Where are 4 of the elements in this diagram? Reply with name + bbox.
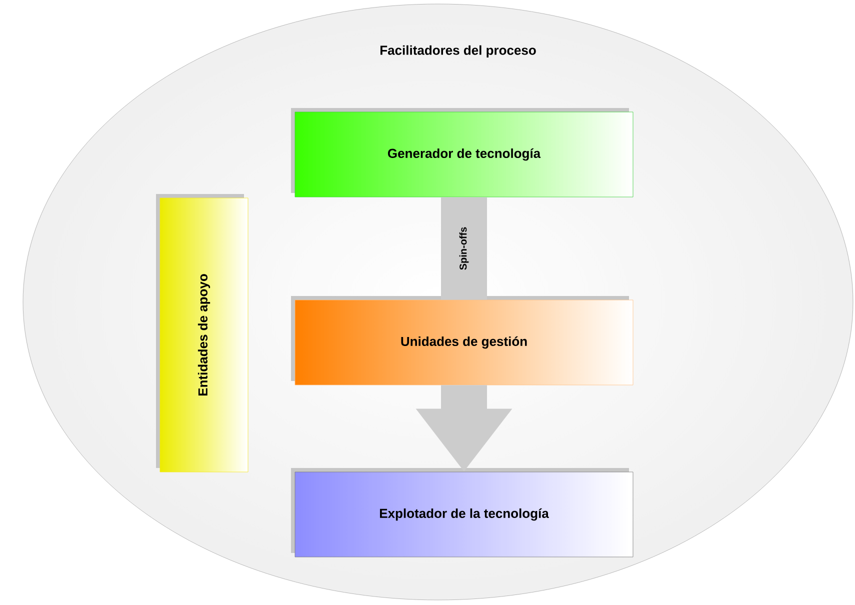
process-box: Generador de tecnología	[291, 108, 634, 198]
process-box: Unidades de gestión	[291, 296, 634, 386]
vertical-box: Entidades de apoyo	[156, 194, 248, 472]
process-box: Explotador de la tecnología	[291, 468, 634, 558]
